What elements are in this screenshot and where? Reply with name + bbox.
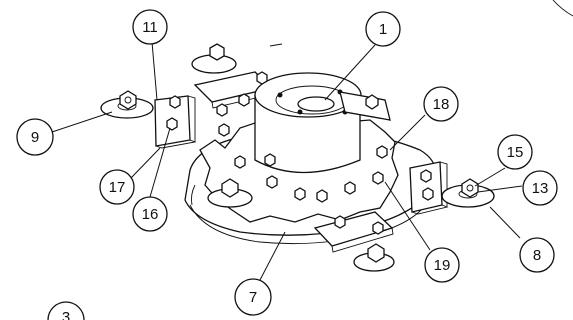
- callout-16: 16: [132, 196, 168, 232]
- callout-18: 18: [423, 86, 459, 122]
- right-bracket: [409, 161, 449, 215]
- callout-8: 8: [519, 237, 555, 273]
- svg-text:18: 18: [433, 96, 450, 113]
- svg-text:13: 13: [532, 180, 549, 197]
- callout-13: 13: [522, 170, 558, 206]
- leader-lines: [51, 41, 523, 281]
- lower-plate: [313, 211, 394, 253]
- callout-19: 19: [424, 247, 460, 283]
- svg-text:7: 7: [249, 289, 257, 306]
- svg-text:17: 17: [109, 179, 126, 196]
- svg-text:15: 15: [507, 144, 524, 161]
- edge-arc: [552, 0, 573, 17]
- callout-3: 3: [47, 301, 85, 320]
- callout-11: 11: [132, 9, 168, 45]
- svg-text:9: 9: [31, 129, 39, 146]
- callout-17: 17: [99, 169, 135, 205]
- nuts: [119, 43, 479, 263]
- svg-text:3: 3: [62, 309, 70, 320]
- svg-text:1: 1: [379, 21, 387, 38]
- callout-15: 15: [497, 134, 533, 170]
- callout-9: 9: [16, 118, 54, 156]
- svg-text:11: 11: [142, 19, 158, 36]
- svg-text:16: 16: [142, 206, 159, 223]
- callout-7: 7: [234, 278, 272, 316]
- svg-text:19: 19: [434, 257, 451, 274]
- callout-1: 1: [365, 11, 401, 47]
- svg-text:8: 8: [533, 247, 541, 264]
- hub-cylinder: [254, 72, 362, 174]
